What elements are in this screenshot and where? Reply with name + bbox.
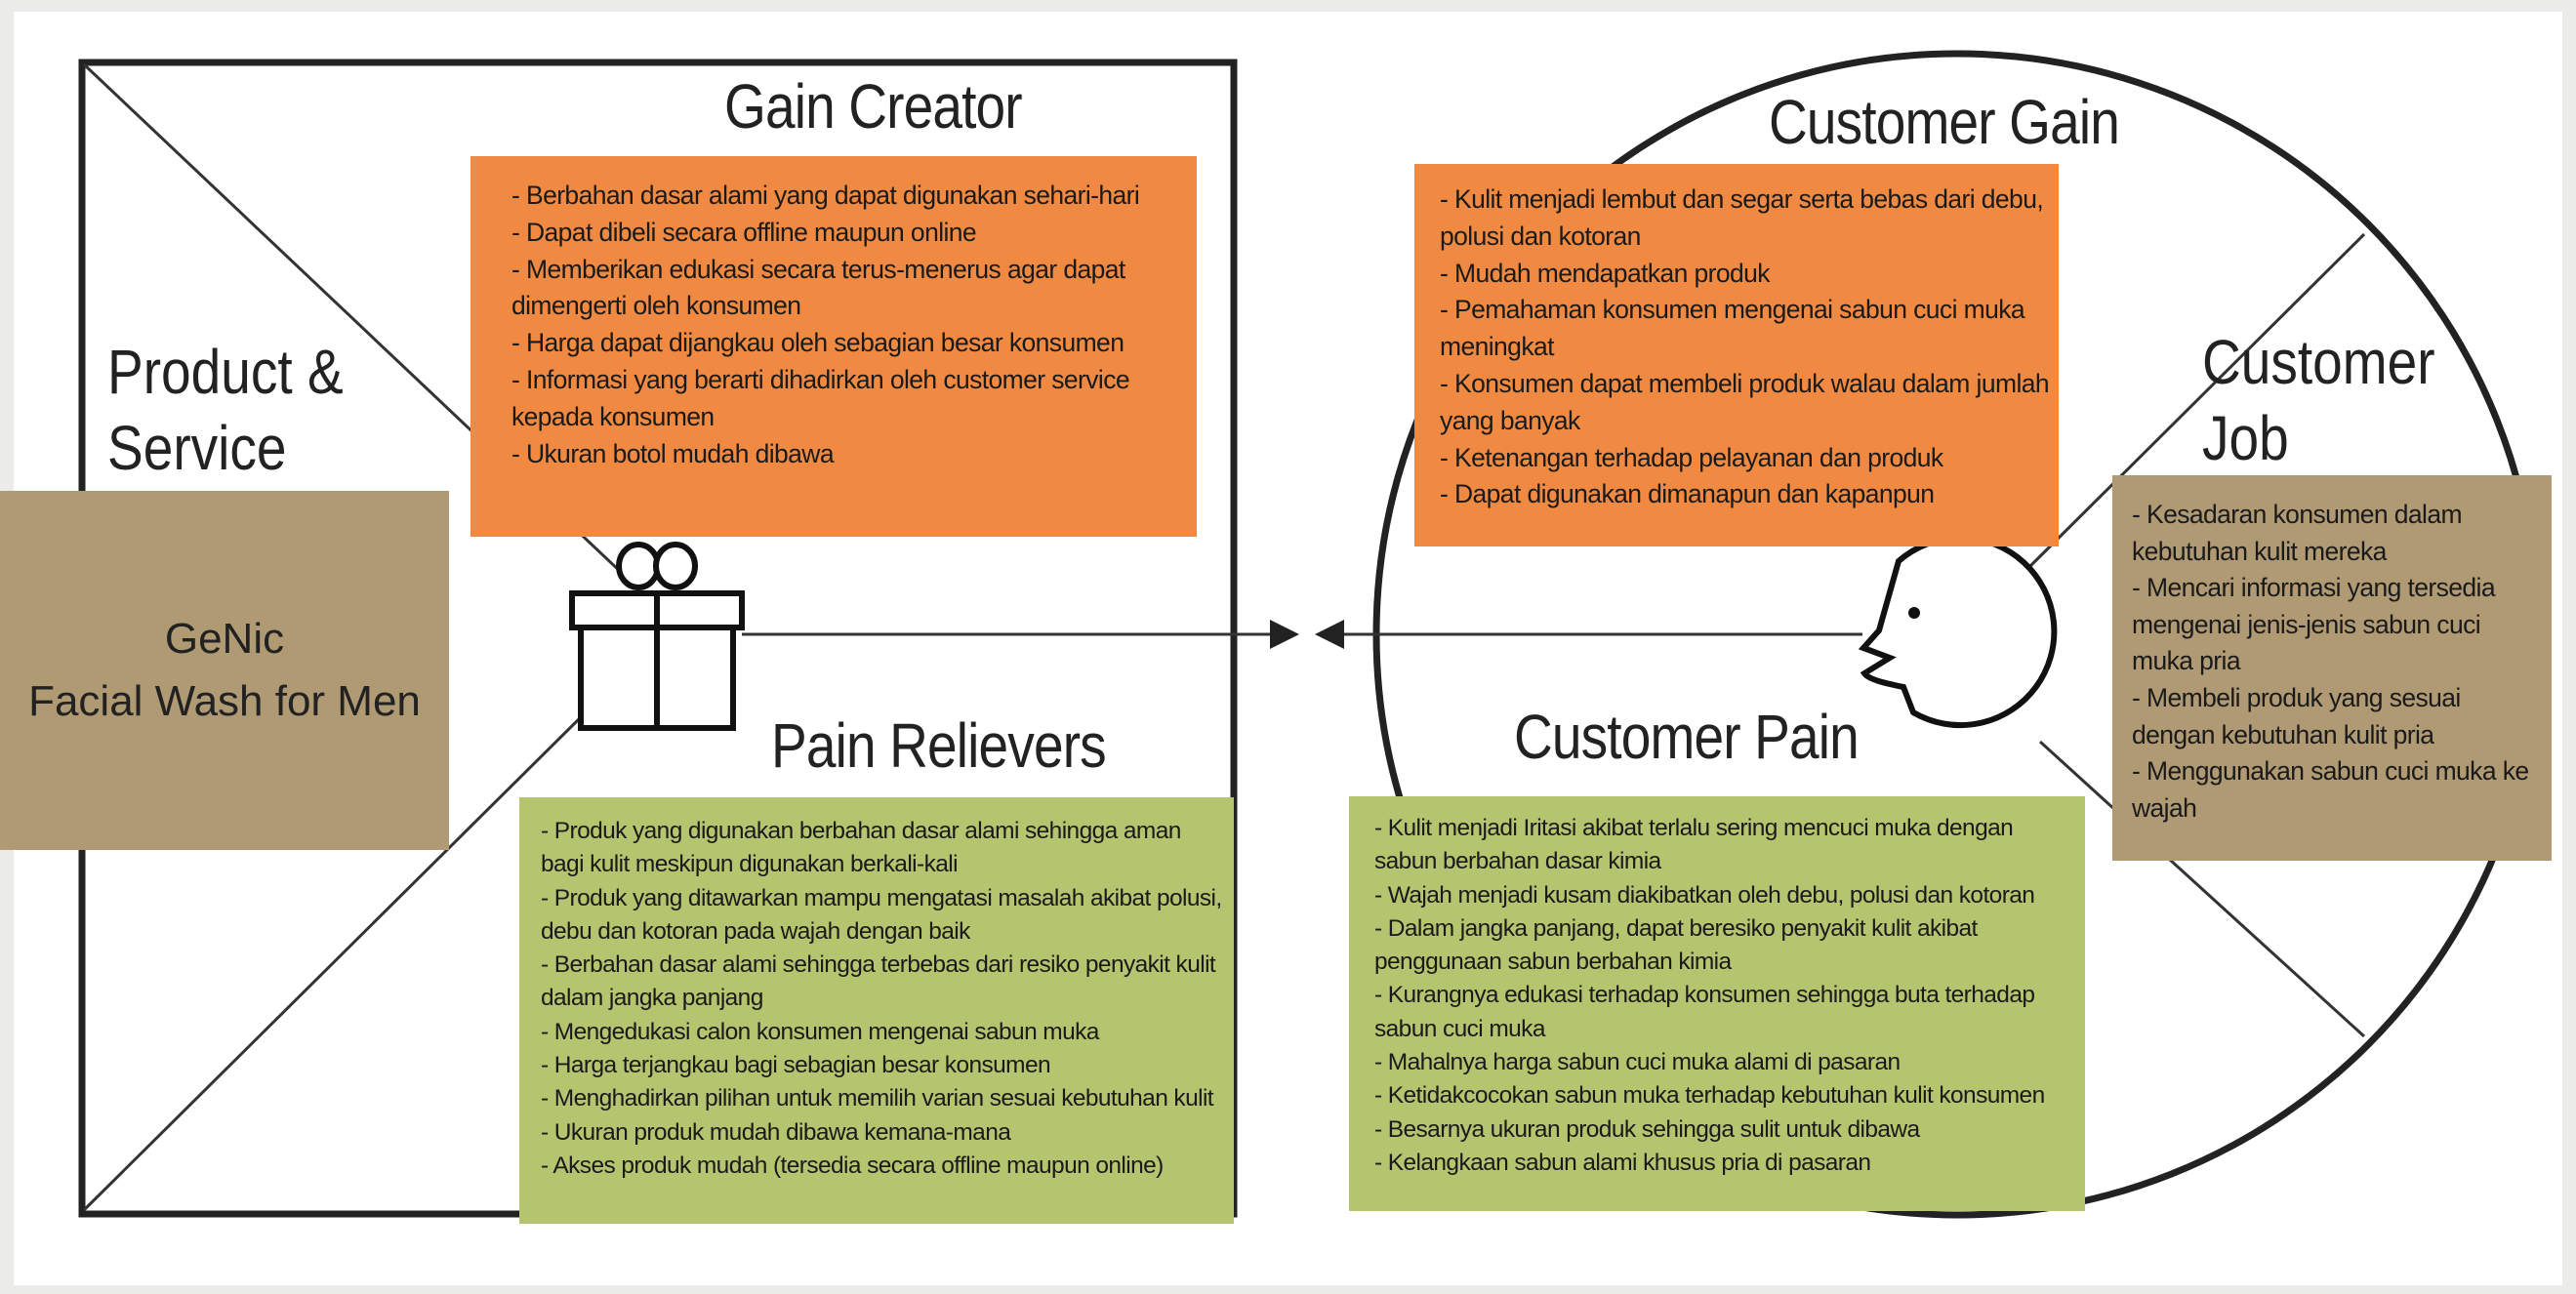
product-service-heading: Product & Service	[107, 337, 344, 483]
list-item: - Akses produk mudah (tersedia secara of…	[541, 1152, 1164, 1179]
list-item: - Pemahaman konsumen mengenai sabun cuci…	[1440, 295, 2025, 362]
list-item: - Memberikan edukasi secara terus-meneru…	[511, 254, 1125, 321]
list-item: - Mencari informasi yang tersedia mengen…	[2132, 573, 2496, 676]
gift-icon	[569, 542, 745, 731]
list-item: - Produk yang digunakan berbahan dasar a…	[541, 818, 1181, 878]
list-item: - Mahalnya harga sabun cuci muka alami d…	[1374, 1049, 1901, 1076]
list-item: - Mengedukasi calon konsumen mengenai sa…	[541, 1018, 1099, 1045]
list-item: - Produk yang ditawarkan mampu mengatasi…	[541, 884, 1222, 945]
customer-pain-box: - Kulit menjadi Iritasi akibat terlalu s…	[1349, 796, 2085, 1211]
gain-creator-box: - Berbahan dasar alami yang dapat diguna…	[470, 156, 1197, 537]
list-item: - Konsumen dapat membeli produk walau da…	[1440, 368, 2050, 435]
product-subtitle: Facial Wash for Men	[28, 677, 421, 725]
list-item: - Wajah menjadi kusam diakibatkan oleh d…	[1374, 881, 2035, 909]
customer-job-list: - Kesadaran konsumen dalam kebutuhan kul…	[2132, 497, 2546, 827]
list-item: - Kesadaran konsumen dalam kebutuhan kul…	[2132, 500, 2463, 566]
customer-job-box: - Kesadaran konsumen dalam kebutuhan kul…	[2112, 475, 2552, 861]
list-item: - Kurangnya edukasi terhadap konsumen se…	[1374, 982, 2035, 1042]
list-item: - Kelangkaan sabun alami khusus pria di …	[1374, 1149, 1871, 1176]
pain-relievers-heading: Pain Relievers	[771, 710, 1107, 781]
list-item: - Berbahan dasar alami sehingga terbebas…	[541, 951, 1216, 1012]
circle-line-top	[2028, 232, 2366, 568]
list-item: - Dapat digunakan dimanapun dan kapanpun	[1440, 479, 1935, 509]
list-item: - Menghadirkan pilihan untuk memilih var…	[541, 1085, 1214, 1112]
circle-line-bottom	[2038, 740, 2366, 1038]
list-item: - Ketenangan terhadap pelayanan dan prod…	[1440, 442, 1943, 472]
customer-pain-list: - Kulit menjadi Iritasi akibat terlalu s…	[1374, 812, 2077, 1180]
list-item: - Membeli produk yang sesuai dengan kebu…	[2132, 682, 2461, 749]
list-item: - Berbahan dasar alami yang dapat diguna…	[511, 181, 1140, 210]
list-item: - Besarnya ukuran produk sehingga sulit …	[1374, 1115, 1920, 1143]
pain-relievers-list: - Produk yang digunakan berbahan dasar a…	[541, 815, 1226, 1183]
pain-relievers-box: - Produk yang digunakan berbahan dasar a…	[519, 797, 1234, 1224]
list-item: - Dalam jangka panjang, dapat beresiko p…	[1374, 914, 1978, 976]
gain-creator-list: - Berbahan dasar alami yang dapat diguna…	[511, 178, 1187, 472]
customer-gain-box: - Kulit menjadi lembut dan segar serta b…	[1414, 164, 2059, 546]
product-name: GeNic	[164, 615, 285, 663]
product-label-box: GeNic Facial Wash for Men	[0, 491, 449, 850]
list-item: - Menggunakan sabun cuci muka ke wajah	[2132, 756, 2529, 823]
list-item: - Kulit menjadi Iritasi akibat terlalu s…	[1374, 815, 2014, 875]
list-item: - Kulit menjadi lembut dan segar serta b…	[1440, 184, 2044, 251]
customer-gain-heading: Customer Gain	[1769, 87, 2120, 157]
list-item: - Ukuran produk mudah dibawa kemana-mana	[541, 1118, 1011, 1146]
gain-creator-heading: Gain Creator	[724, 71, 1023, 142]
list-item: - Dapat dibeli secara offline maupun onl…	[511, 217, 977, 247]
list-item: - Harga terjangkau bagi sebagian besar k…	[541, 1052, 1051, 1079]
customer-pain-heading: Customer Pain	[1514, 702, 1860, 772]
face-icon	[1858, 535, 2058, 729]
list-item: - Ukuran botol mudah dibawa	[511, 438, 835, 468]
list-item: - Ketidakcocokan sabun muka terhadap keb…	[1374, 1082, 2045, 1110]
list-item: - Informasi yang berarti dihadirkan oleh…	[511, 364, 1130, 431]
customer-job-heading: Customer Job	[2202, 327, 2435, 473]
square-diagonal-bottom	[82, 710, 588, 1212]
list-item: - Mudah mendapatkan produk	[1440, 258, 1771, 288]
customer-gain-list: - Kulit menjadi lembut dan segar serta b…	[1440, 182, 2050, 513]
list-item: - Harga dapat dijangkau oleh sebagian be…	[511, 328, 1124, 358]
